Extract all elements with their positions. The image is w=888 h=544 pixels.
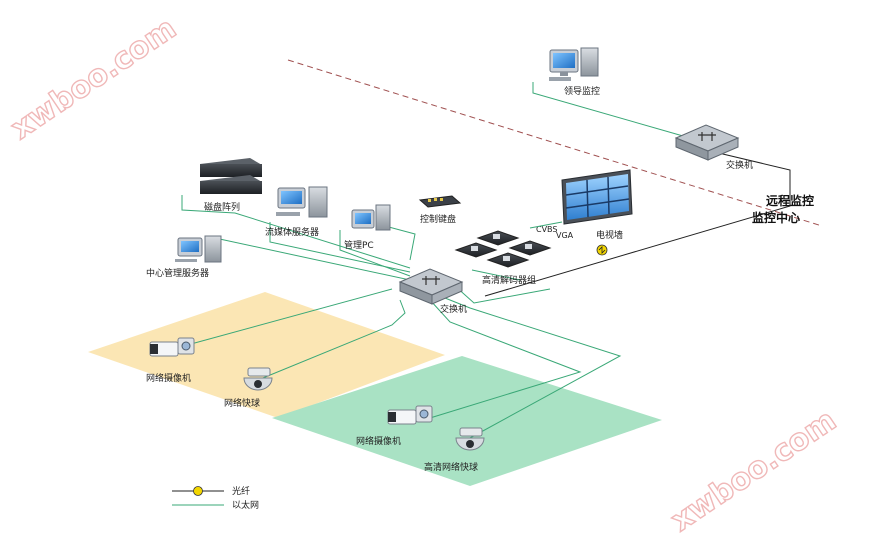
remote-switch-icon <box>674 124 740 161</box>
media-server-pc-icon <box>276 186 328 218</box>
network-camera-a-label: 网络摄像机 <box>146 372 191 384</box>
zone-green <box>272 356 662 486</box>
zone-yellow <box>88 292 445 418</box>
speed-dome-a-label: 网络快球 <box>224 397 260 409</box>
decoder-group-label: 高清解码器组 <box>482 274 536 286</box>
remote-monitor-label: 远程监控 <box>766 193 814 208</box>
cvbs-label: CVBS <box>536 225 557 234</box>
center-switch-icon <box>398 268 464 305</box>
legend-fiber-label: 光纤 <box>232 485 250 497</box>
network-camera-b-icon <box>387 405 433 425</box>
leader-monitor-pc-icon <box>549 47 599 81</box>
tv-wall-link <box>529 221 563 229</box>
network-camera-a-icon <box>149 337 195 357</box>
legend-ethernet-label: 以太网 <box>232 499 259 511</box>
leader-monitor-label: 领导监控 <box>564 85 600 97</box>
media-server-label: 流媒体服务器 <box>265 226 319 238</box>
control-keyboard-label: 控制键盘 <box>420 213 456 225</box>
network-camera-b-label: 网络摄像机 <box>356 435 401 447</box>
control-keyboard-icon <box>418 195 462 208</box>
ethernet-links <box>179 82 691 439</box>
tv-wall-icon <box>561 169 633 225</box>
watermark-top-left: xwboo.com <box>5 11 183 147</box>
legend-fiber-marker <box>193 486 203 496</box>
monitor-center-label: 监控中心 <box>752 210 800 225</box>
disk-array-icon <box>200 158 262 194</box>
management-pc-icon <box>351 204 391 231</box>
center-management-server-icon <box>175 235 222 263</box>
center-switch-label: 交换机 <box>440 303 467 315</box>
hd-speed-dome-b-icon <box>455 427 485 451</box>
remote-switch-label: 交换机 <box>726 159 753 171</box>
vga-label: VGA <box>556 231 574 240</box>
fiber-links <box>484 149 791 297</box>
center-management-server-label: 中心管理服务器 <box>146 267 209 279</box>
management-pc-label: 管理PC <box>344 239 374 251</box>
decoder-group-icon <box>454 230 552 268</box>
remote-divider-line <box>287 59 823 227</box>
hd-speed-dome-b-label: 高清网络快球 <box>424 461 478 473</box>
watermark-bottom-right: xwboo.com <box>665 403 843 539</box>
legend: 光纤 以太网 <box>172 485 259 511</box>
disk-array-label: 磁盘阵列 <box>204 201 240 213</box>
tv-wall-label: 电视墙 <box>596 229 623 241</box>
speed-dome-a-icon <box>243 367 273 391</box>
